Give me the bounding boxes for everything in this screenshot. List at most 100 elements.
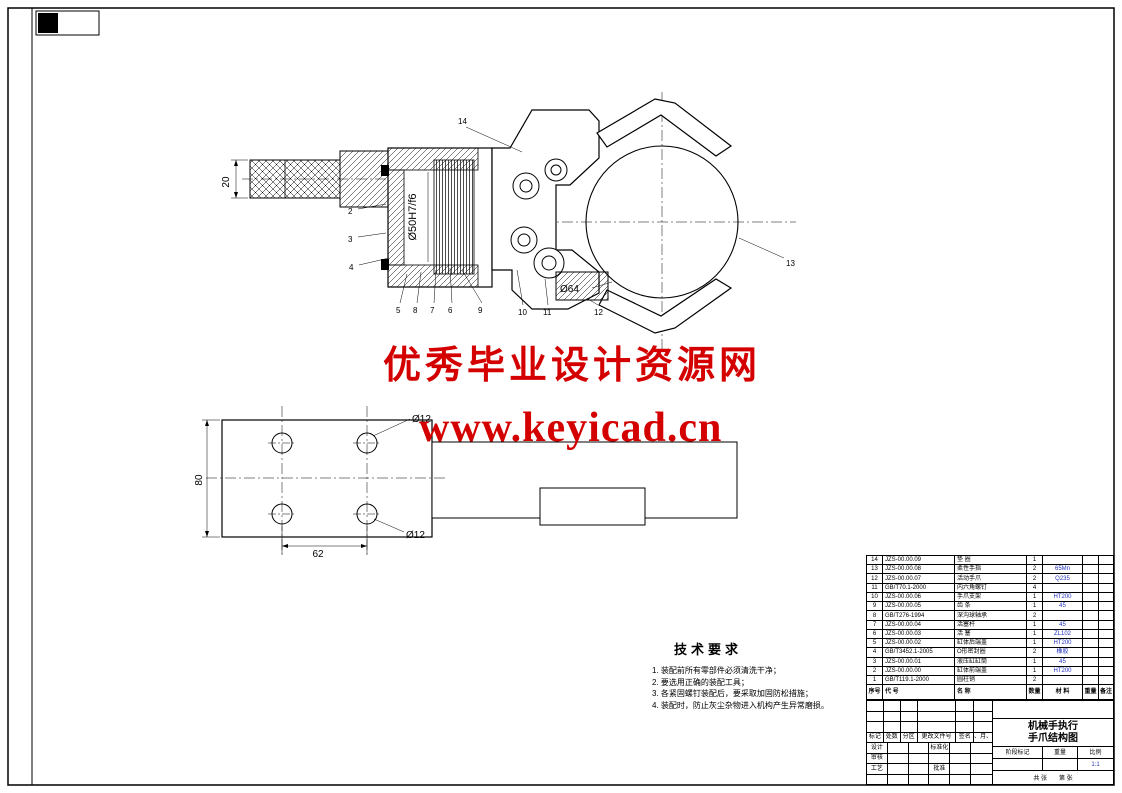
parts-cell-remark — [1099, 584, 1113, 592]
dim-hole-bottom: Ø12 — [406, 530, 425, 541]
parts-cell-remark — [1099, 676, 1113, 684]
drawing-title-line1: 机械手执行 — [1028, 720, 1078, 732]
parts-cell-code: JZS-00.00.02 — [883, 639, 955, 648]
tb-process-label: 工艺 — [867, 764, 888, 774]
parts-header-weight: 重量 — [1083, 685, 1099, 699]
parts-cell-weight — [1083, 611, 1099, 620]
parts-cell-code: GB/T3452.1-2005 — [883, 648, 955, 657]
tb-mark-label: 标记 — [867, 732, 884, 742]
tb-check-label: 审核 — [867, 753, 888, 763]
parts-cell-code: JZS-00.00.05 — [883, 602, 955, 611]
section-annotations: 20 Ø50H7/f6 Ø64 14 2 3 4 5 8 7 — [221, 117, 795, 317]
tb-zone-label: 分区 — [901, 732, 918, 742]
parts-cell-weight — [1083, 620, 1099, 629]
parts-cell-material: 橡胶 — [1043, 648, 1083, 657]
parts-cell-seq: 9 — [867, 602, 883, 611]
drawing-title: 机械手执行 手爪结构图 — [993, 719, 1113, 747]
callout-2: 2 — [348, 207, 353, 216]
dim-rod-width: 20 — [221, 176, 232, 188]
tb-changedoc-label: 更改文件号 — [918, 732, 957, 742]
parts-cell-qty: 4 — [1027, 583, 1043, 592]
tb-sheets: 共 张 第 张 — [993, 771, 1113, 784]
parts-cell-code: JZS-00.00.08 — [883, 565, 955, 574]
tech-req-item: 1. 装配前所有零部件必须清洗干净； — [652, 666, 781, 675]
parts-cell-qty: 1 — [1027, 592, 1043, 602]
parts-cell-name: 缸体前端盖 — [955, 666, 1027, 676]
callout-6: 6 — [448, 306, 453, 315]
tb-design-label: 设计 — [867, 743, 888, 753]
parts-cell-name: 垫 圈 — [955, 556, 1027, 565]
parts-cell-remark — [1099, 556, 1113, 564]
lower-claw — [598, 278, 733, 334]
parts-cell-code: JZS-00.00.07 — [883, 574, 955, 583]
parts-cell-weight — [1083, 583, 1099, 592]
parts-cell-name: 液压缸缸筒 — [955, 657, 1027, 666]
callout-14: 14 — [458, 117, 467, 126]
parts-cell-seq: 11 — [867, 583, 883, 592]
parts-header-name: 名 称 — [955, 685, 1027, 699]
tb-scale-value: 1:1 — [1091, 761, 1100, 768]
dim-ring: Ø64 — [560, 284, 579, 295]
parts-cell-qty: 1 — [1027, 620, 1043, 629]
parts-cell-seq: 6 — [867, 629, 883, 639]
parts-cell-seq: 4 — [867, 648, 883, 657]
mount-plate — [221, 419, 433, 538]
piston-rod — [249, 159, 341, 199]
drawing-title-line2: 手爪结构图 — [1028, 732, 1078, 744]
seal-ring-bottom — [381, 259, 389, 270]
pivot-pins — [510, 158, 568, 279]
parts-cell-code: JZS-00.00.01 — [883, 657, 955, 666]
parts-cell-material — [1043, 556, 1083, 565]
title-block-right: 机械手执行 手爪结构图 阶段标记 重量 比例 1:1 共 张 第 张 — [993, 701, 1113, 784]
leader-lines — [357, 126, 785, 306]
parts-cell-material — [1043, 583, 1083, 592]
tb-stage-label: 阶段标记 — [993, 747, 1043, 758]
parts-cell-seq: 2 — [867, 666, 883, 676]
dim-hole-spacing: 62 — [312, 549, 324, 560]
parts-cell-seq: 14 — [867, 556, 883, 565]
parts-cell-material: 65Mn — [1043, 565, 1083, 574]
parts-cell-name: 齿 条 — [955, 602, 1027, 611]
parts-header-qty: 数量 — [1027, 685, 1043, 699]
parts-cell-seq: 8 — [867, 611, 883, 620]
parts-cell-material: 45 — [1043, 657, 1083, 666]
parts-cell-code: JZS-00.00.03 — [883, 629, 955, 639]
parts-cell-seq: 3 — [867, 657, 883, 666]
parts-cell-name: 活动手爪 — [955, 574, 1027, 583]
parts-cell-weight — [1083, 592, 1099, 602]
parts-cell-code: GB/T119.1-2000 — [883, 676, 955, 685]
parts-cell-material: HT200 — [1043, 639, 1083, 648]
parts-cell-name: 柔性手指 — [955, 565, 1027, 574]
tb-weight-label: 重量 — [1043, 747, 1078, 758]
parts-cell-seq: 7 — [867, 620, 883, 629]
rack-section — [433, 159, 475, 275]
parts-cell-weight — [1083, 639, 1099, 648]
parts-cell-qty: 2 — [1027, 574, 1043, 583]
dim-bore: Ø50H7/f6 — [407, 193, 419, 240]
parts-cell-name: 缸体后端盖 — [955, 639, 1027, 648]
plan-view — [206, 406, 738, 556]
parts-cell-remark — [1099, 630, 1113, 638]
parts-cell-name: 圆柱销 — [955, 676, 1027, 685]
parts-cell-weight — [1083, 574, 1099, 583]
parts-cell-name: 深沟球轴承 — [955, 611, 1027, 620]
parts-cell-code: JZS-00.00.09 — [883, 556, 955, 565]
parts-cell-remark — [1099, 565, 1113, 573]
parts-cell-name: 活 塞 — [955, 629, 1027, 639]
section-view — [242, 92, 796, 350]
title-block-left: 标记 处数 分区 更改文件号 签名 年、月、日 设计 标准化 审核 工艺 批准 — [867, 701, 993, 784]
callout-3: 3 — [348, 235, 353, 244]
parts-cell-weight — [1083, 602, 1099, 611]
tb-sheet-number: 第 张 — [1059, 776, 1073, 782]
parts-cell-material: HT200 — [1043, 592, 1083, 602]
tb-approve-label: 批准 — [929, 764, 951, 774]
